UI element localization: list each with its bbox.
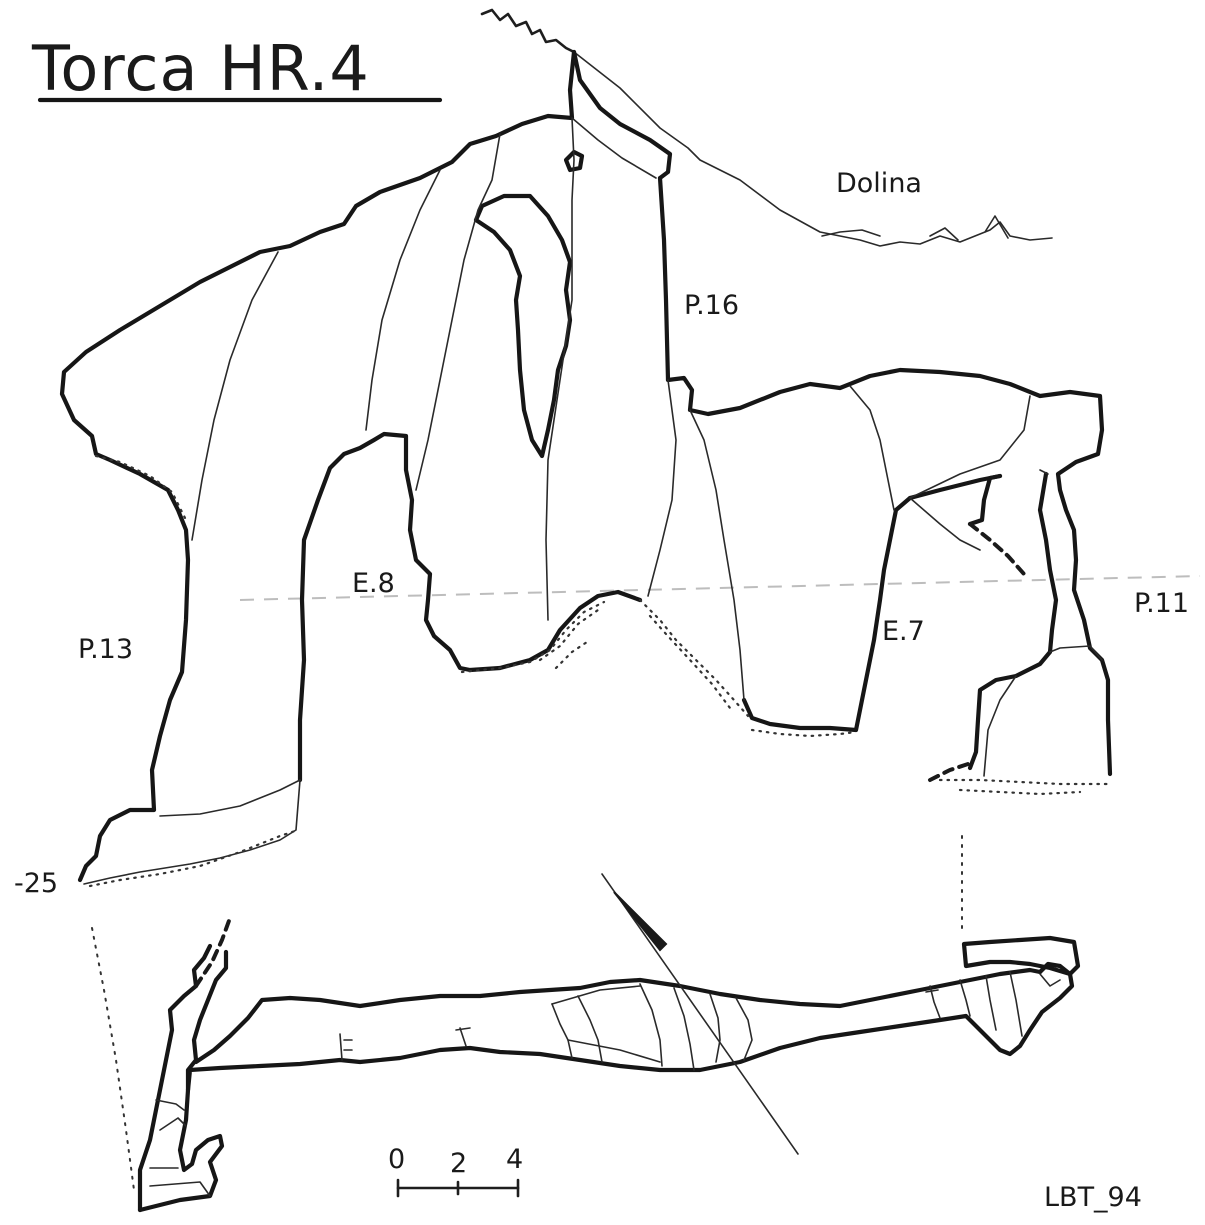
section-walls (59, 49, 1113, 883)
survey-title: Torca HR.4 (31, 32, 370, 105)
scale-tick-2: 2 (450, 1148, 467, 1179)
label-p16: P.16 (684, 290, 739, 321)
passage-continuation (928, 762, 970, 782)
surface-profile (480, 8, 1053, 247)
label-p13: P.13 (78, 634, 133, 665)
projection-line (91, 927, 135, 1191)
label-e8: E.8 (352, 568, 395, 599)
label-depth: -25 (14, 868, 58, 899)
label-dolina: Dolina (836, 168, 922, 199)
plan-continuation (194, 916, 232, 988)
plan-view (137, 916, 1081, 1213)
section-cross-lines (83, 117, 1103, 885)
scale-bar: 0 2 4 (388, 1144, 523, 1198)
label-e7: E.7 (882, 616, 925, 647)
label-p11: P.11 (1134, 588, 1189, 619)
section-floors (88, 454, 1110, 888)
scan-line (239, 575, 1201, 601)
passage-continuation (968, 522, 1026, 576)
north-arrow (601, 873, 799, 1155)
scale-tick-4: 4 (506, 1144, 523, 1175)
scale-tick-0: 0 (388, 1144, 405, 1175)
author-credit: LBT_94 (1044, 1182, 1142, 1213)
